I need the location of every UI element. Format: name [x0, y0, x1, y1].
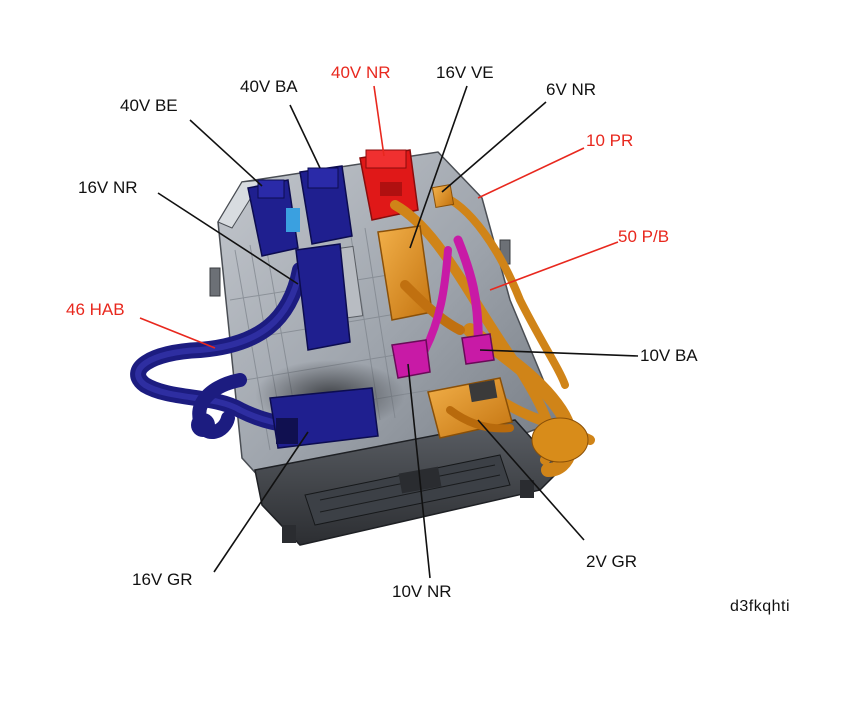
- label-10-pr: 10 PR: [586, 131, 634, 150]
- orange-harness: [377, 184, 595, 477]
- label-10v-nr: 10V NR: [392, 582, 452, 601]
- label-16v-gr: 16V GR: [132, 570, 193, 589]
- label-40v-nr: 40V NR: [331, 63, 391, 82]
- label-50-pb: 50 P/B: [618, 227, 670, 246]
- magenta-harness: [391, 235, 495, 379]
- label-46-hab: 46 HAB: [66, 300, 125, 319]
- blue-harness: [130, 165, 379, 449]
- label-10v-ba: 10V BA: [640, 346, 698, 365]
- label-16v-ve: 16V VE: [436, 63, 494, 82]
- label-16v-nr: 16V NR: [78, 178, 138, 197]
- label-40v-be: 40V BE: [120, 96, 178, 115]
- leader-lines: [139, 85, 639, 579]
- red-connector: [359, 149, 419, 221]
- label-6v-nr: 6V NR: [546, 80, 597, 99]
- label-2v-gr: 2V GR: [586, 552, 638, 571]
- figure-reference-code: d3fkqhti: [730, 598, 791, 615]
- label-40v-ba: 40V BA: [240, 77, 298, 96]
